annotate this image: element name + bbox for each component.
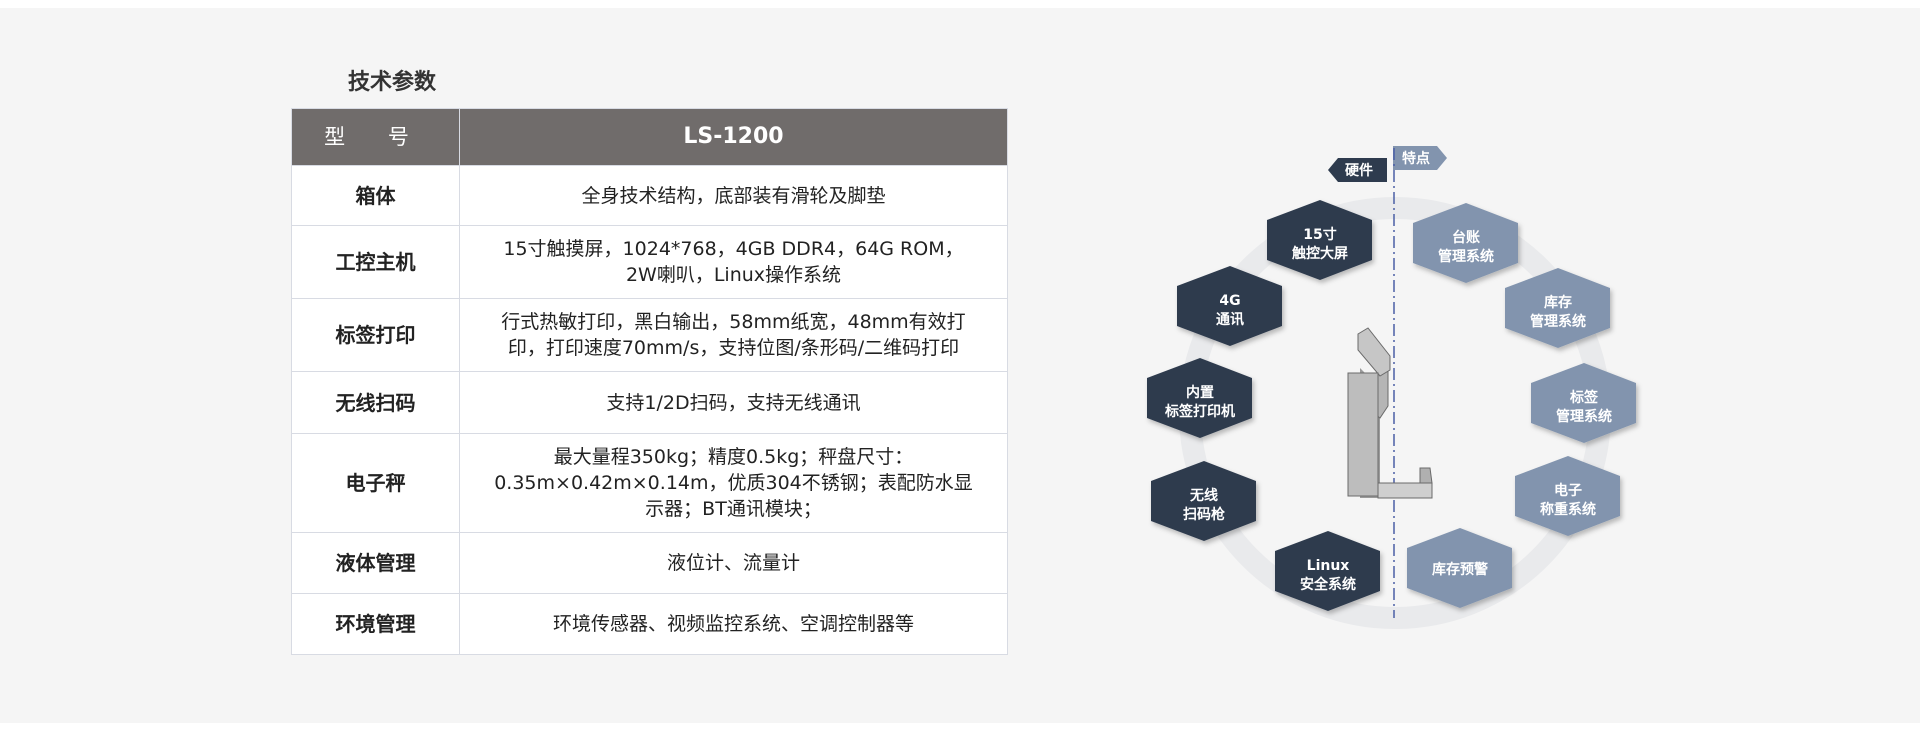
hex-touchscreen: 15寸 触控大屏 <box>1267 200 1372 280</box>
row-label: 环境管理 <box>291 593 460 655</box>
svg-text:内置: 内置 <box>1186 384 1214 401</box>
features-tag-text: 特点 <box>1402 150 1430 167</box>
svg-text:标签: 标签 <box>1569 389 1599 406</box>
hex-label-printer: 内置 标签打印机 <box>1147 358 1252 438</box>
table-header-row: 型 号 LS-1200 <box>291 108 1008 166</box>
svg-text:Linux: Linux <box>1307 558 1350 574</box>
hardware-tag-text: 硬件 <box>1345 162 1373 179</box>
row-value: 最大量程350kg；精度0.5kg；秤盘尺寸： 0.35m×0.42m×0.14… <box>459 433 1008 533</box>
row-label: 电子秤 <box>291 433 460 533</box>
svg-text:管理系统: 管理系统 <box>1438 248 1494 265</box>
kiosk-illustration <box>1347 327 1433 499</box>
svg-text:4G: 4G <box>1219 293 1240 309</box>
svg-text:库存: 库存 <box>1544 294 1572 311</box>
spec-table: 型 号 LS-1200 箱体 全身技术结构，底部装有滑轮及脚垫 工控主机 15寸… <box>291 108 1008 655</box>
hex-4g: 4G 通讯 <box>1177 266 1282 346</box>
row-label: 无线扫码 <box>291 371 460 434</box>
hex-label-system: 标签 管理系统 <box>1531 363 1636 443</box>
table-row: 工控主机 15寸触摸屏，1024*768，4GB DDR4，64G ROM， 2… <box>291 225 1008 299</box>
row-label: 工控主机 <box>291 225 460 299</box>
svg-text:扫码枪: 扫码枪 <box>1183 506 1225 523</box>
hex-ledger-system: 台账 管理系统 <box>1413 203 1518 283</box>
svg-text:库存预警: 库存预警 <box>1432 561 1488 578</box>
table-row: 液体管理 液位计、流量计 <box>291 532 1008 594</box>
row-value: 行式热敏打印，黑白输出，58mm纸宽，48mm有效打 印，打印速度70mm/s，… <box>459 298 1008 372</box>
svg-text:管理系统: 管理系统 <box>1556 408 1612 425</box>
svg-text:台账: 台账 <box>1452 229 1480 246</box>
row-value: 支持1/2D扫码，支持无线通讯 <box>459 371 1008 434</box>
svg-text:通讯: 通讯 <box>1216 312 1244 328</box>
svg-text:无线: 无线 <box>1189 487 1218 504</box>
hex-weighing-system: 电子 称重系统 <box>1515 456 1620 536</box>
features-tag <box>1393 146 1447 170</box>
table-row: 无线扫码 支持1/2D扫码，支持无线通讯 <box>291 371 1008 434</box>
row-label: 标签打印 <box>291 298 460 372</box>
svg-text:安全系统: 安全系统 <box>1300 576 1356 593</box>
svg-text:触控大屏: 触控大屏 <box>1291 245 1348 262</box>
hardware-tag <box>1328 158 1387 182</box>
table-row: 电子秤 最大量程350kg；精度0.5kg；秤盘尺寸： 0.35m×0.42m×… <box>291 433 1008 533</box>
feature-diagram: 硬件 特点 15寸 触控大屏 4G <box>1130 138 1660 638</box>
hex-inventory-system: 库存 管理系统 <box>1505 268 1610 348</box>
diagram-svg: 硬件 特点 15寸 触控大屏 4G <box>1147 146 1636 629</box>
model-label: 型 号 <box>291 108 460 166</box>
svg-text:标签打印机: 标签打印机 <box>1164 403 1235 420</box>
row-value: 15寸触摸屏，1024*768，4GB DDR4，64G ROM， 2W喇叭，L… <box>459 225 1008 299</box>
row-label: 箱体 <box>291 165 460 226</box>
model-value: LS-1200 <box>459 108 1008 166</box>
row-label: 液体管理 <box>291 532 460 594</box>
svg-text:管理系统: 管理系统 <box>1530 313 1586 330</box>
svg-text:称重系统: 称重系统 <box>1540 501 1596 518</box>
table-row: 箱体 全身技术结构，底部装有滑轮及脚垫 <box>291 165 1008 226</box>
hex-inventory-alert: 库存预警 <box>1407 528 1512 608</box>
slide: 技术参数 型 号 LS-1200 箱体 全身技术结构，底部装有滑轮及脚垫 工控主… <box>0 8 1920 723</box>
row-value: 全身技术结构，底部装有滑轮及脚垫 <box>459 165 1008 226</box>
table-row: 环境管理 环境传感器、视频监控系统、空调控制器等 <box>291 593 1008 655</box>
row-value: 液位计、流量计 <box>459 532 1008 594</box>
section-title: 技术参数 <box>348 70 437 95</box>
svg-text:15寸: 15寸 <box>1303 226 1336 243</box>
hex-scanner: 无线 扫码枪 <box>1151 461 1256 541</box>
svg-text:电子: 电子 <box>1554 482 1582 499</box>
row-value: 环境传感器、视频监控系统、空调控制器等 <box>459 593 1008 655</box>
hex-linux: Linux 安全系统 <box>1275 531 1380 611</box>
table-row: 标签打印 行式热敏打印，黑白输出，58mm纸宽，48mm有效打 印，打印速度70… <box>291 298 1008 372</box>
